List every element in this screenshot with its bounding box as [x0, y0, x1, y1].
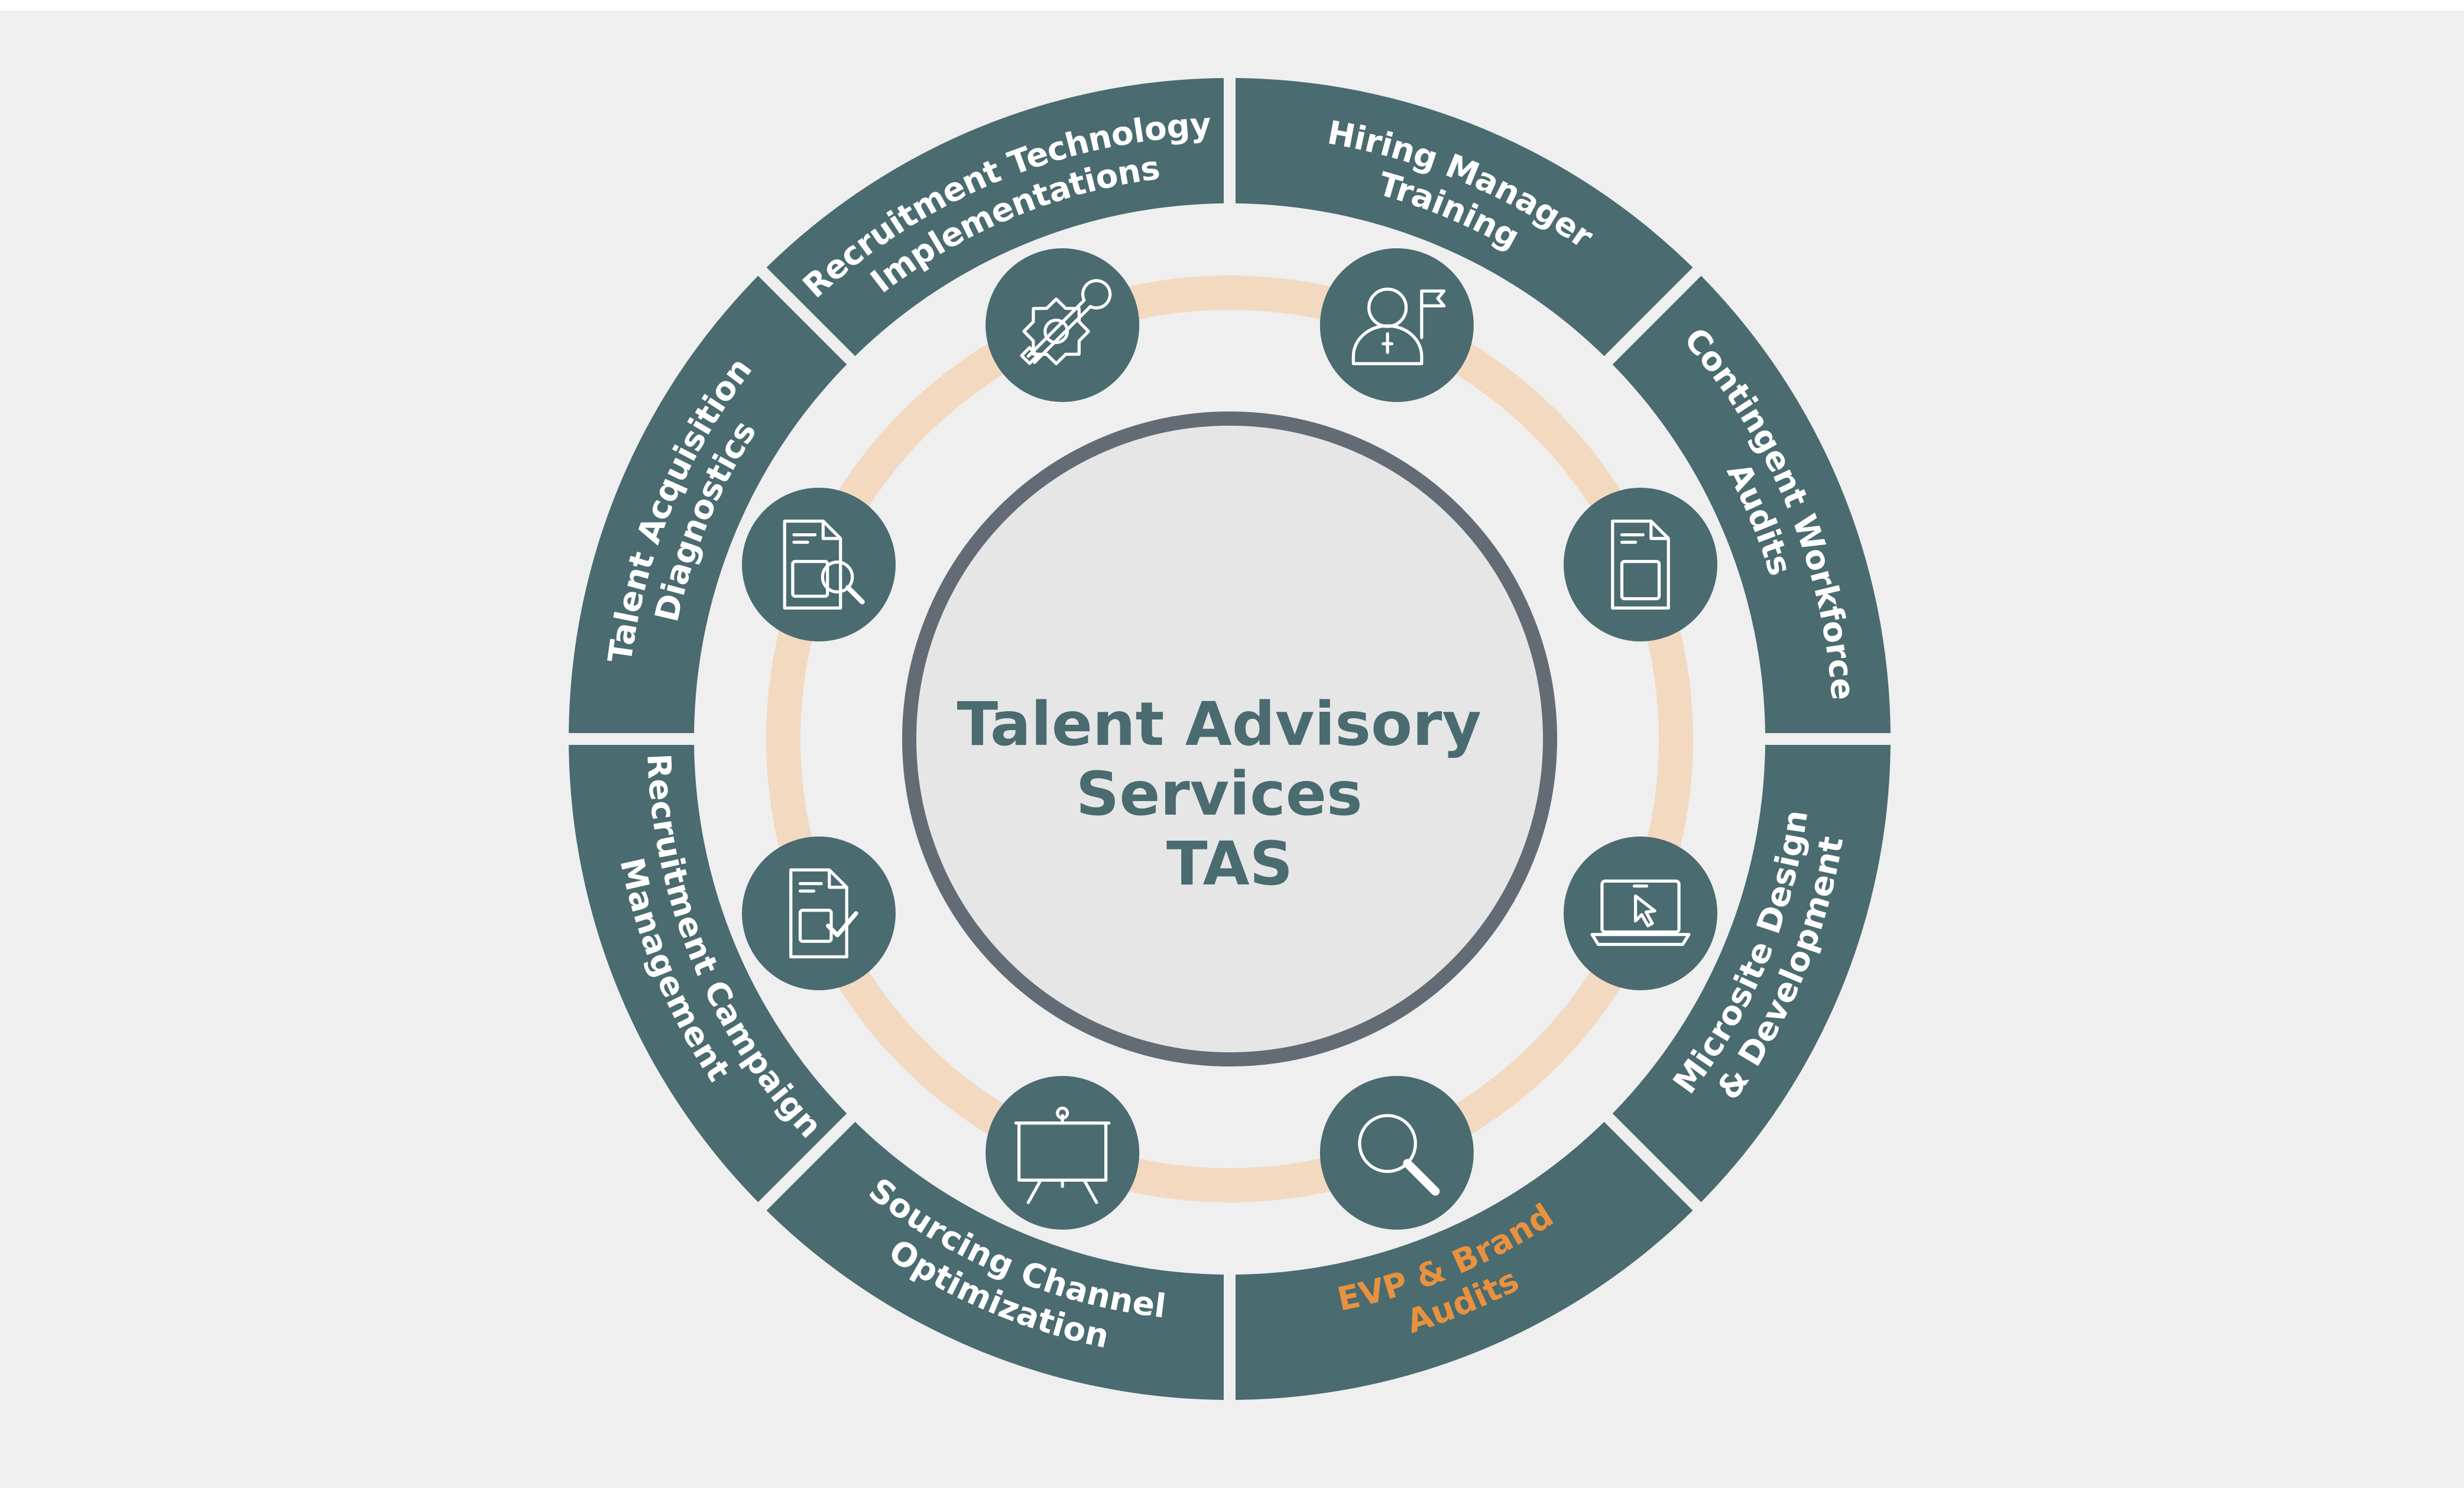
document-search-icon	[742, 487, 896, 641]
segment-shape	[1612, 744, 1891, 1202]
icon-badge	[1563, 837, 1717, 991]
icon-orbit-ring	[766, 275, 1693, 1202]
segment-shape	[766, 1121, 1224, 1400]
segment-shape	[569, 744, 847, 1202]
presentation-board-icon	[985, 1076, 1140, 1230]
segment-shape	[766, 78, 1224, 356]
icon-badge	[985, 248, 1140, 402]
segment-shape	[1235, 1121, 1693, 1400]
document-icon	[1563, 487, 1717, 641]
segment-shape	[569, 275, 847, 734]
center-disc	[902, 411, 1557, 1066]
services-ring: Recruitment TechnologyImplementationsHir…	[569, 78, 1891, 1400]
gear-wrench-icon	[985, 248, 1140, 402]
center-title-line-2: Services	[1076, 759, 1363, 829]
person-flag-icon	[1319, 248, 1474, 402]
tas-services-wheel: Recruitment TechnologyImplementationsHir…	[569, 78, 1891, 1400]
icon-badge	[742, 837, 896, 991]
laptop-cursor-icon	[1563, 837, 1717, 991]
icon-badge	[985, 1076, 1140, 1230]
center-title: Talent Advisory Services TAS	[957, 689, 1503, 899]
icon-badge	[1563, 487, 1717, 641]
center-title-line-3: TAS	[1166, 829, 1293, 899]
icon-badge	[1319, 1076, 1474, 1230]
magnifier-icon	[1319, 1076, 1474, 1230]
document-check-icon	[742, 837, 896, 991]
segment-shape	[1612, 275, 1891, 734]
service-icons	[742, 248, 1717, 1230]
center-title-line-1: Talent Advisory	[957, 689, 1481, 760]
segment-shape	[1235, 78, 1693, 356]
icon-badge	[742, 487, 896, 641]
